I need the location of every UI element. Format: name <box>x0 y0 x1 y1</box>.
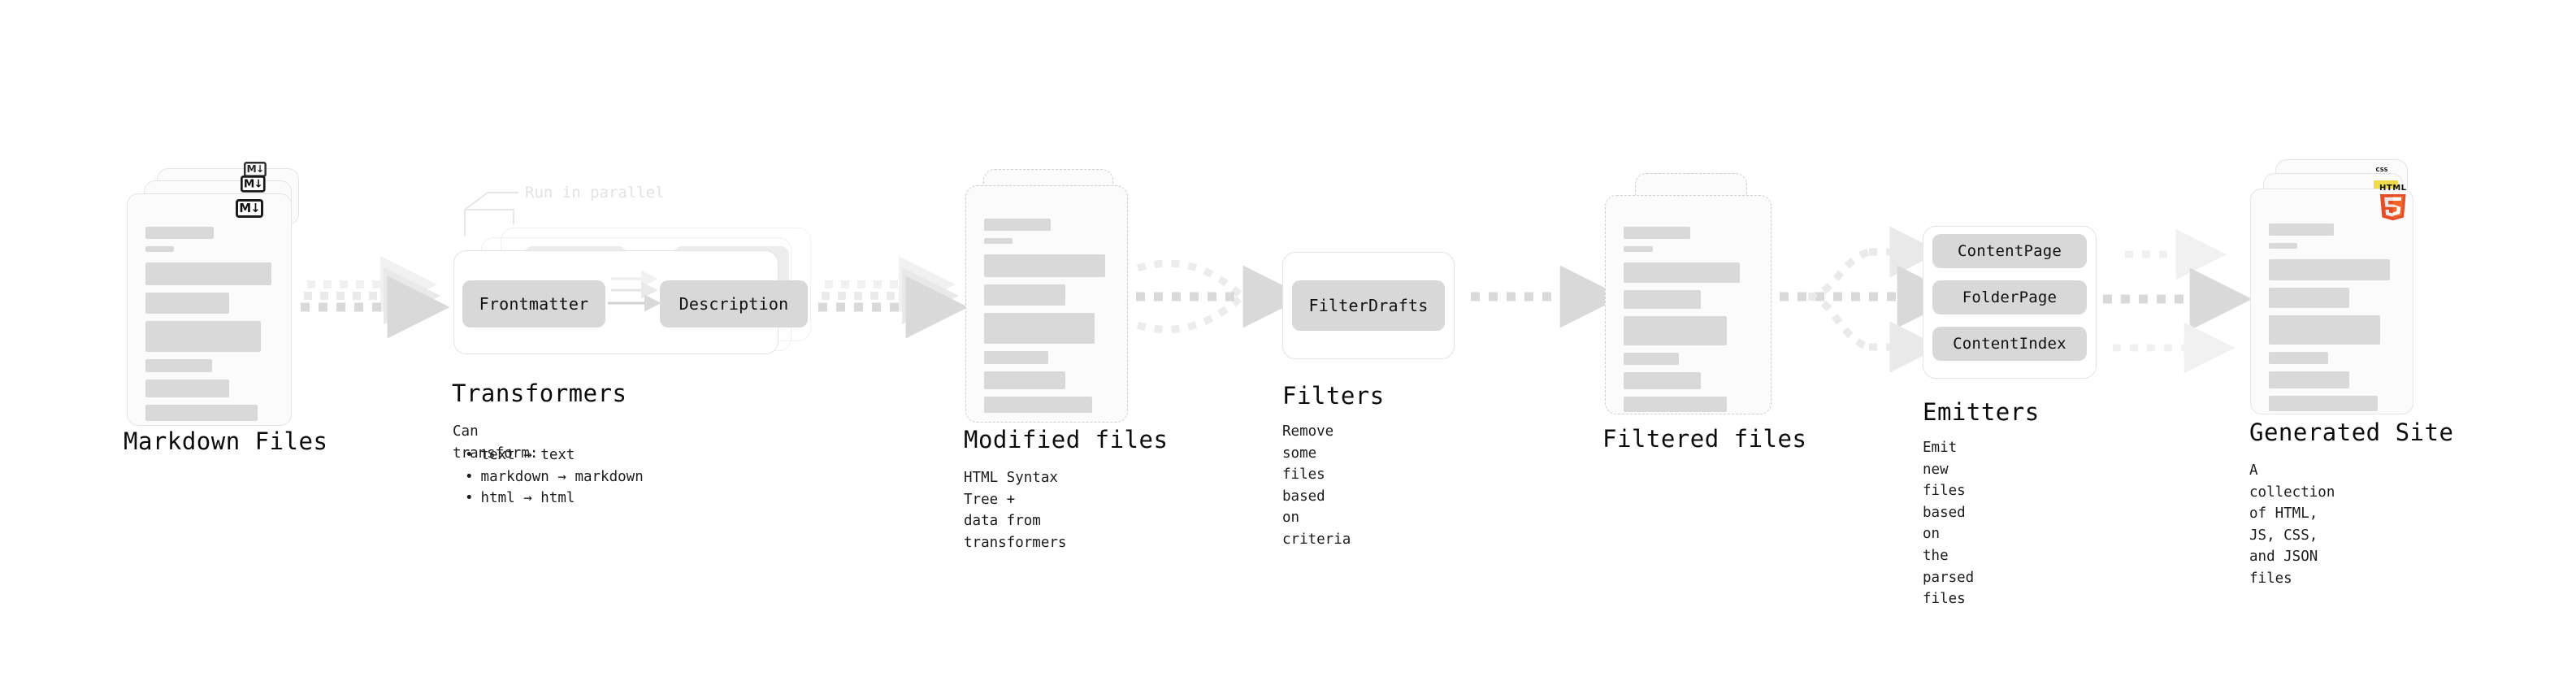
filters-pill-filterdrafts[interactable]: FilterDrafts <box>1292 280 1445 331</box>
card-bar <box>1624 246 1653 252</box>
card-bar <box>984 254 1105 277</box>
connector-markdown-to-transformers <box>301 256 450 339</box>
card-bar <box>2269 352 2329 364</box>
transformers-list: text → text markdown → markdown html → h… <box>465 445 644 510</box>
card-bar <box>984 371 1065 389</box>
transformer-pill-description[interactable]: Description <box>660 280 808 327</box>
markdown-badge-back: M↓ <box>244 162 267 177</box>
card-bar <box>2269 396 2378 411</box>
card-bar <box>2269 259 2391 280</box>
emitters-pill-contentindex[interactable]: ContentIndex <box>1932 327 2087 361</box>
card-bar <box>1624 290 1701 309</box>
card-bar <box>2269 243 2297 249</box>
transformers-title: Transformers <box>452 380 627 407</box>
card-bar <box>1624 397 1728 412</box>
card-bar <box>984 351 1048 364</box>
markdown-badge-mid: M↓ <box>241 176 266 193</box>
generated-site-title: Generated Site <box>2249 419 2454 446</box>
filtered-card-front <box>1605 195 1772 414</box>
emitters-title: Emitters <box>1923 398 2040 426</box>
card-bar <box>984 219 1052 231</box>
card-bar <box>145 246 175 252</box>
card-bar <box>984 397 1092 413</box>
card-bar <box>145 359 213 372</box>
html5-badge-text: HTML <box>2379 184 2407 193</box>
card-bar <box>145 321 261 352</box>
card-bar <box>145 405 258 421</box>
card-bar <box>145 293 230 314</box>
connector-filtered-to-emitters <box>1780 226 1960 373</box>
run-in-parallel-label: Run in parallel <box>525 184 665 202</box>
emitters-pill-folderpage[interactable]: FolderPage <box>1932 280 2087 314</box>
card-bar <box>1624 227 1690 239</box>
modified-files-subtitle: HTML Syntax Tree + data from transformer… <box>964 470 1067 551</box>
markdown-card-front <box>127 193 292 426</box>
card-bar <box>984 313 1095 344</box>
card-bar <box>1624 262 1741 283</box>
modified-files-title: Modified files <box>964 426 1169 453</box>
generated-site-subtitle: A collection of HTML, JS, CSS, and JSON … <box>2249 462 2335 587</box>
filters-subtitle: Remove some files based on criteria <box>1282 423 1351 548</box>
markdown-files-title: Markdown Files <box>124 427 328 455</box>
emitters-pill-contentpage[interactable]: ContentPage <box>1932 234 2087 268</box>
card-bar <box>1624 316 1728 345</box>
transformer-pill-frontmatter[interactable]: Frontmatter <box>462 280 605 327</box>
emitters-subtitle: Emit new files based on the parsed files <box>1923 440 1975 608</box>
card-bar <box>2269 315 2380 345</box>
card-bar <box>1624 353 1680 365</box>
card-bar <box>984 284 1065 306</box>
card-bar <box>2269 371 2349 388</box>
modified-card-front <box>965 185 1128 423</box>
card-bar <box>145 262 271 285</box>
transformers-list-item: text → text <box>465 445 644 466</box>
card-bar <box>2269 288 2349 308</box>
transformers-list-item: html → html <box>465 488 644 510</box>
card-bar <box>984 238 1013 244</box>
card-bar <box>1624 372 1701 389</box>
site-card-front <box>2250 189 2413 414</box>
connector-emitters-to-site <box>2103 228 2253 374</box>
transformers-list-item: markdown → markdown <box>465 466 644 488</box>
connector-transformers-to-modified <box>818 256 969 339</box>
filters-title: Filters <box>1282 382 1385 410</box>
filtered-files-title: Filtered files <box>1602 425 1807 453</box>
connector-modified-to-filters <box>1136 259 1306 334</box>
markdown-badge-front: M↓ <box>236 199 263 218</box>
card-bar <box>145 380 230 397</box>
card-bar <box>2269 223 2334 236</box>
card-bar <box>145 227 214 239</box>
